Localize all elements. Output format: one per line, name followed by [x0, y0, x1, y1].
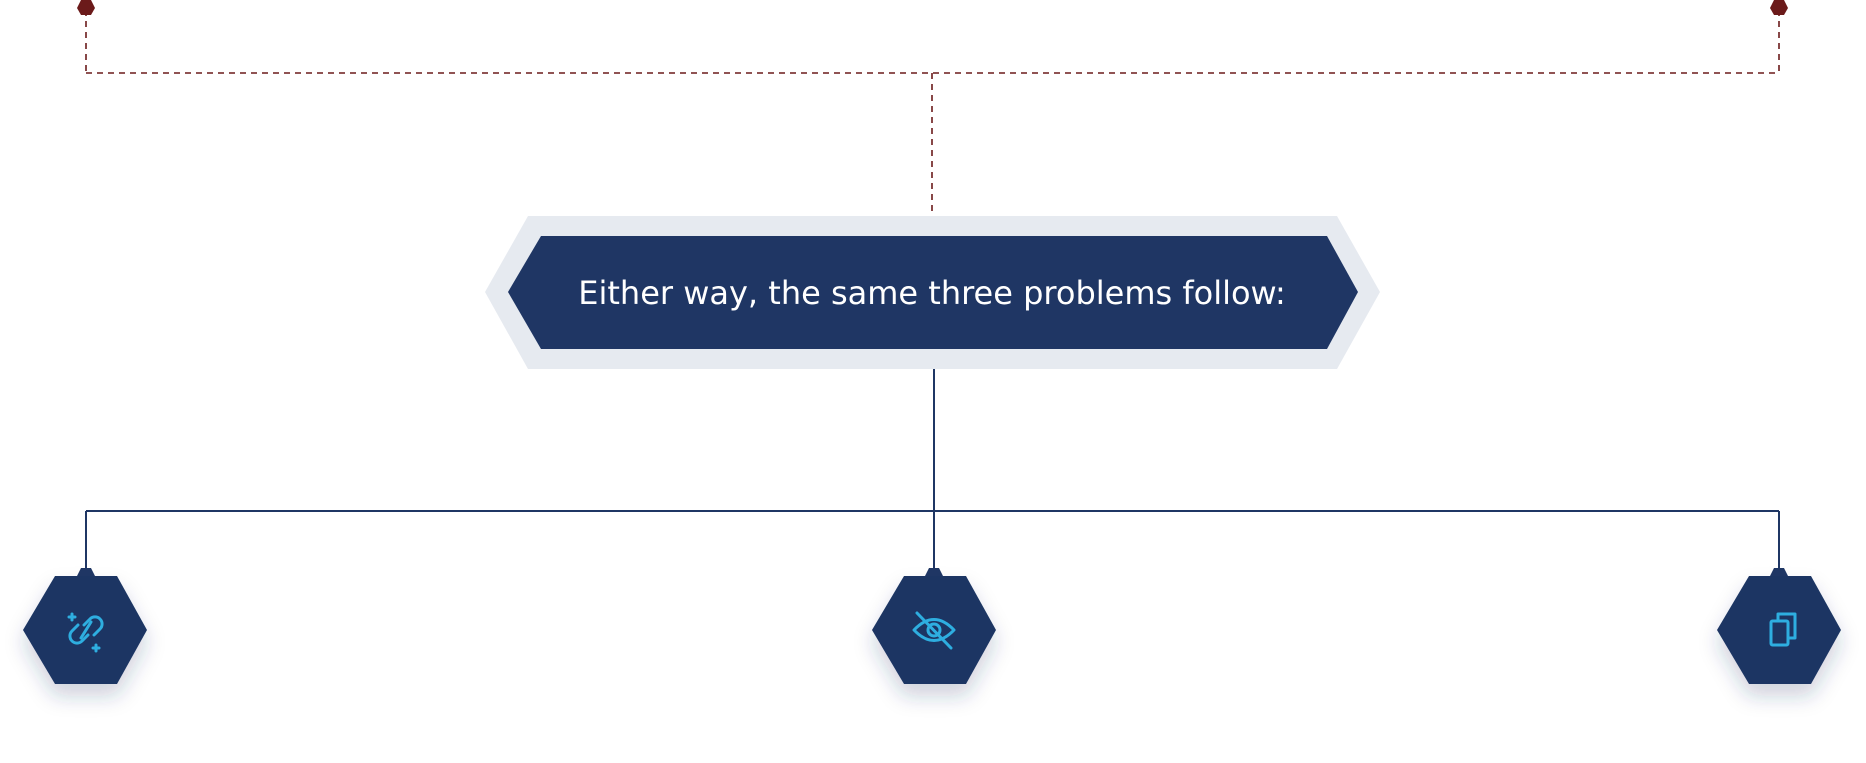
problem-node-1 — [23, 568, 147, 684]
eye-off-icon — [912, 611, 956, 650]
banner-text: Either way, the same three problems foll… — [578, 274, 1286, 312]
top-right-endpoint-marker — [1770, 0, 1788, 15]
problem-node-2 — [872, 568, 996, 684]
solid-connector — [85, 369, 1780, 572]
broken-link-icon — [67, 612, 104, 653]
problem-connector-tab-2 — [925, 568, 943, 576]
copy-icon — [1769, 612, 1797, 647]
banner-body — [508, 236, 1358, 349]
top-left-endpoint-marker — [77, 0, 95, 15]
dashed-connector — [85, 10, 1780, 214]
problem-node-3 — [1717, 568, 1841, 684]
banner: Either way, the same three problems foll… — [485, 216, 1380, 369]
problem-connector-tab-1 — [77, 568, 95, 576]
problem-connector-tab-3 — [1770, 568, 1788, 576]
problem-hexagon-3 — [1717, 576, 1841, 684]
